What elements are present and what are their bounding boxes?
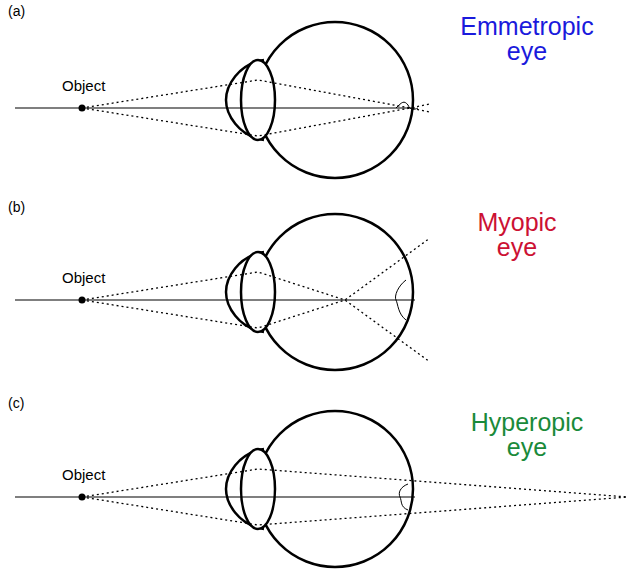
object-label: Object (62, 270, 105, 286)
object-label: Object (62, 78, 105, 94)
hyperopic-panel (15, 411, 628, 567)
panel-letter: (b) (8, 200, 25, 215)
eye-type-title: Myopic eye (462, 210, 572, 260)
panel-letter: (c) (8, 396, 24, 411)
myopic-panel (15, 214, 430, 370)
panel-letter: (a) (8, 4, 25, 19)
eye-type-title: Hyperopic eye (452, 410, 602, 460)
emmetropic-panel (15, 22, 430, 178)
object-label: Object (62, 467, 105, 483)
eye-type-title: Emmetropic eye (452, 14, 602, 64)
